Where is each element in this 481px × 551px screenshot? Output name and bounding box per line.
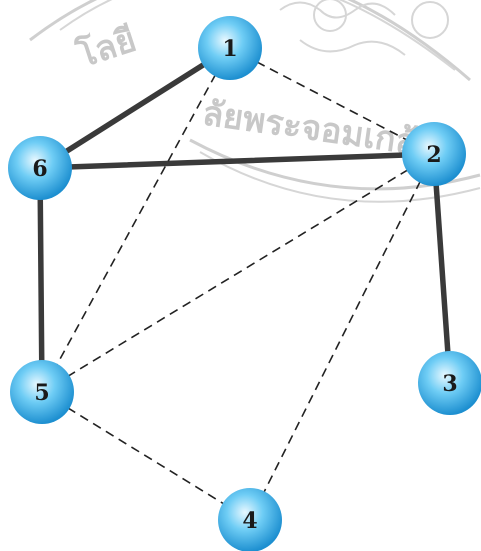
- watermark-prefix: โลยี: [71, 19, 141, 77]
- node-circle: [402, 122, 466, 186]
- node-label: 2: [426, 142, 441, 168]
- node-5: 5: [10, 360, 74, 424]
- node-4: 4: [218, 488, 282, 551]
- node-label: 5: [34, 380, 49, 406]
- edge-1-5-dashed: [41, 47, 231, 393]
- node-2: 2: [402, 122, 466, 186]
- node-circle: [198, 16, 262, 80]
- edge-6-5-solid: [37, 165, 45, 395]
- edge-1-6-solid: [37, 45, 233, 171]
- edge-6-2-solid: [37, 151, 437, 171]
- edge-5-4-dashed: [41, 391, 251, 521]
- node-circle: [10, 360, 74, 424]
- node-6: 6: [8, 136, 72, 200]
- edge-2-3-solid: [431, 151, 453, 386]
- node-circle: [418, 351, 481, 415]
- node-1: 1: [198, 16, 262, 80]
- edges-layer: [37, 45, 453, 521]
- edge-2-4-dashed: [249, 153, 435, 521]
- node-label: 6: [32, 156, 47, 182]
- node-label: 1: [222, 36, 237, 62]
- node-circle: [8, 136, 72, 200]
- node-circle: [218, 488, 282, 551]
- node-label: 3: [442, 371, 457, 397]
- node-label: 4: [242, 508, 257, 534]
- edge-2-5-dashed: [41, 153, 435, 393]
- node-3: 3: [418, 351, 481, 415]
- edge-1-2-dashed: [229, 47, 435, 155]
- nodes-layer: 1 2 3 4 5 6: [8, 16, 481, 551]
